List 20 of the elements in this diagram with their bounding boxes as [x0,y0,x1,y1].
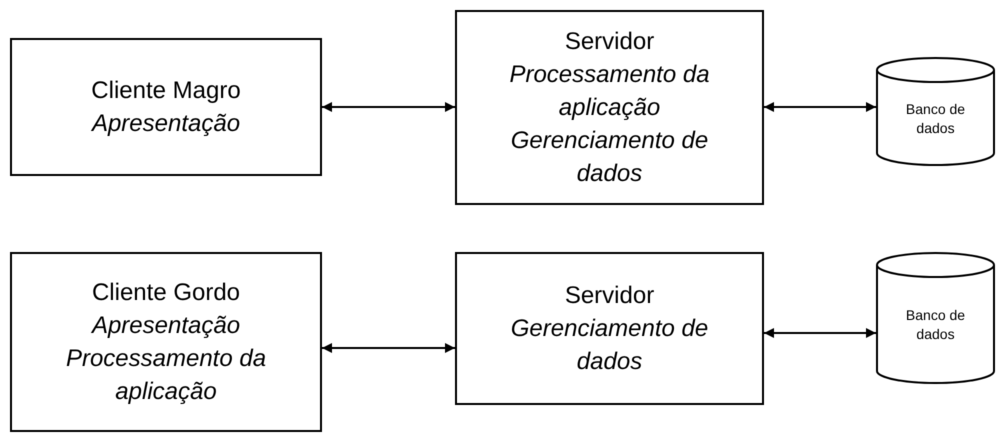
node-text: Servidor [564,27,654,57]
node-text: Cliente Magro [91,76,241,106]
process-box [455,252,764,405]
process-box [455,10,764,205]
node-text: Processamento da aplicação [508,60,711,123]
process-box [10,252,322,432]
process-box [10,38,322,176]
node-label: Banco de dados [904,306,966,344]
double-arrow [322,343,455,353]
node-text: Servidor [564,281,654,311]
node-text: Apresentação [92,311,240,341]
node-text: Gerenciamento de dados [510,126,710,189]
node-text: Processamento da aplicação [64,344,268,407]
node-text: Cliente Gordo [92,278,240,308]
double-arrow [764,328,876,338]
double-arrow [764,102,876,112]
node-text: Gerenciamento de dados [510,314,710,377]
double-arrow [322,102,455,112]
node-text: Apresentação [92,109,240,139]
node-label: Banco de dados [904,100,966,138]
